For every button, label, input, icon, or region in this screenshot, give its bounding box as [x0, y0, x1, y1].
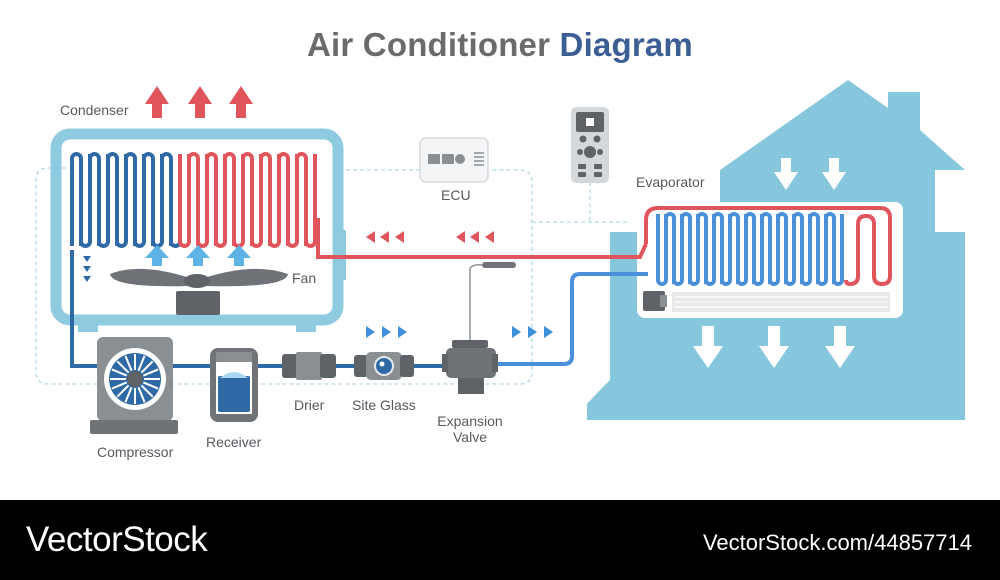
compressor-spoke [124, 355, 133, 372]
flow-chevron-icon [380, 231, 389, 243]
compressor-spoke [137, 386, 146, 403]
flow-chevron-icon [470, 231, 479, 243]
flow-chevron-icon [83, 266, 91, 272]
compressor-spoke [142, 368, 159, 377]
brand-logo: VectorStock [26, 520, 208, 559]
compressor-spoke [142, 381, 159, 390]
condenser-coil-cool [70, 152, 182, 248]
condenser-coil-hot [178, 152, 317, 248]
site-glass [354, 352, 414, 380]
ac-system-diagram [35, 80, 965, 434]
flow-chevron-icon [366, 231, 375, 243]
air-flow-arrow-icon [145, 245, 169, 266]
label-evaporator: Evaporator [636, 174, 705, 190]
fan-airflow-arrows [145, 245, 251, 266]
label-drier: Drier [294, 397, 325, 413]
flow-chevron-icon [512, 326, 521, 338]
stock-id: VectorStock.com/44857714 [702, 530, 972, 555]
flow-chevron-icon [528, 326, 537, 338]
diagram-title: Air Conditioner Diagram [0, 26, 1000, 64]
heat-up-arrow-icon [229, 86, 253, 118]
heat-out-arrows [145, 86, 253, 118]
receiver [210, 348, 258, 422]
compressor-spoke [124, 386, 133, 403]
flow-chevron-icon [485, 231, 494, 243]
evaporator-motor [643, 291, 665, 311]
flow-chevron-icon [366, 326, 375, 338]
footer-bar: VectorStock VectorStock.com/44857714 [0, 500, 1000, 580]
cool-air-arrow-icon [759, 326, 789, 368]
label-expansion-valve: Expansion Valve [430, 413, 510, 445]
cool-air-out-arrows [693, 326, 855, 368]
compressor-spoke [111, 368, 128, 377]
label-condenser: Condenser [60, 102, 129, 118]
flow-chevron-icon [456, 231, 465, 243]
compressor-spoke [116, 360, 130, 374]
label-receiver: Receiver [206, 434, 262, 450]
title-part-2: Diagram [559, 26, 693, 63]
title-part-1: Air Conditioner [307, 26, 551, 63]
flow-chevron-icon [83, 256, 91, 262]
flow-chevron-icon [382, 326, 391, 338]
refrigerant-pipes [70, 218, 648, 368]
cool-air-in-arrows [774, 158, 846, 190]
air-flow-arrow-icon [186, 245, 210, 266]
air-flow-arrow-icon [822, 158, 846, 190]
label-expansion-valve-line-2: Valve [453, 429, 487, 445]
remote-control-icon [571, 107, 609, 183]
cold-flow-chevrons [366, 326, 553, 338]
evaporator-coil-hot [644, 206, 892, 287]
compressor-spoke [140, 384, 154, 398]
ecu-module-icon [419, 137, 489, 183]
air-flow-arrow-icon [227, 245, 251, 266]
compressor-spoke [140, 360, 154, 374]
air-flow-arrow-icon [774, 158, 798, 190]
label-site-glass: Site Glass [352, 397, 416, 413]
control-wiring [35, 167, 628, 385]
expansion-valve [442, 262, 516, 394]
flow-chevron-icon [83, 276, 91, 282]
condenser-flow-chevrons [83, 256, 91, 282]
flow-chevron-icon [398, 326, 407, 338]
label-compressor: Compressor [97, 444, 174, 460]
compressor [90, 337, 178, 434]
drier [282, 352, 336, 380]
cool-air-arrow-icon [693, 326, 723, 368]
diagram-canvas: Air Conditioner Diagram [0, 26, 1000, 460]
label-fan: Fan [292, 270, 317, 286]
label-expansion-valve-line-1: Expansion [437, 413, 503, 429]
heat-up-arrow-icon [145, 86, 169, 118]
heat-up-arrow-icon [188, 86, 212, 118]
compressor-spoke [116, 384, 130, 398]
evaporator-coil [656, 212, 844, 286]
compressor-spoke [137, 355, 146, 372]
condenser-fan [110, 268, 288, 315]
flow-chevron-icon [544, 326, 553, 338]
hot-flow-chevrons [366, 231, 494, 243]
compressor-spoke [111, 381, 128, 390]
cool-air-arrow-icon [825, 326, 855, 368]
flow-chevron-icon [395, 231, 404, 243]
fan-blade-icon [110, 268, 190, 287]
label-ecu: ECU [441, 187, 471, 203]
fan-blade-icon [204, 268, 288, 287]
